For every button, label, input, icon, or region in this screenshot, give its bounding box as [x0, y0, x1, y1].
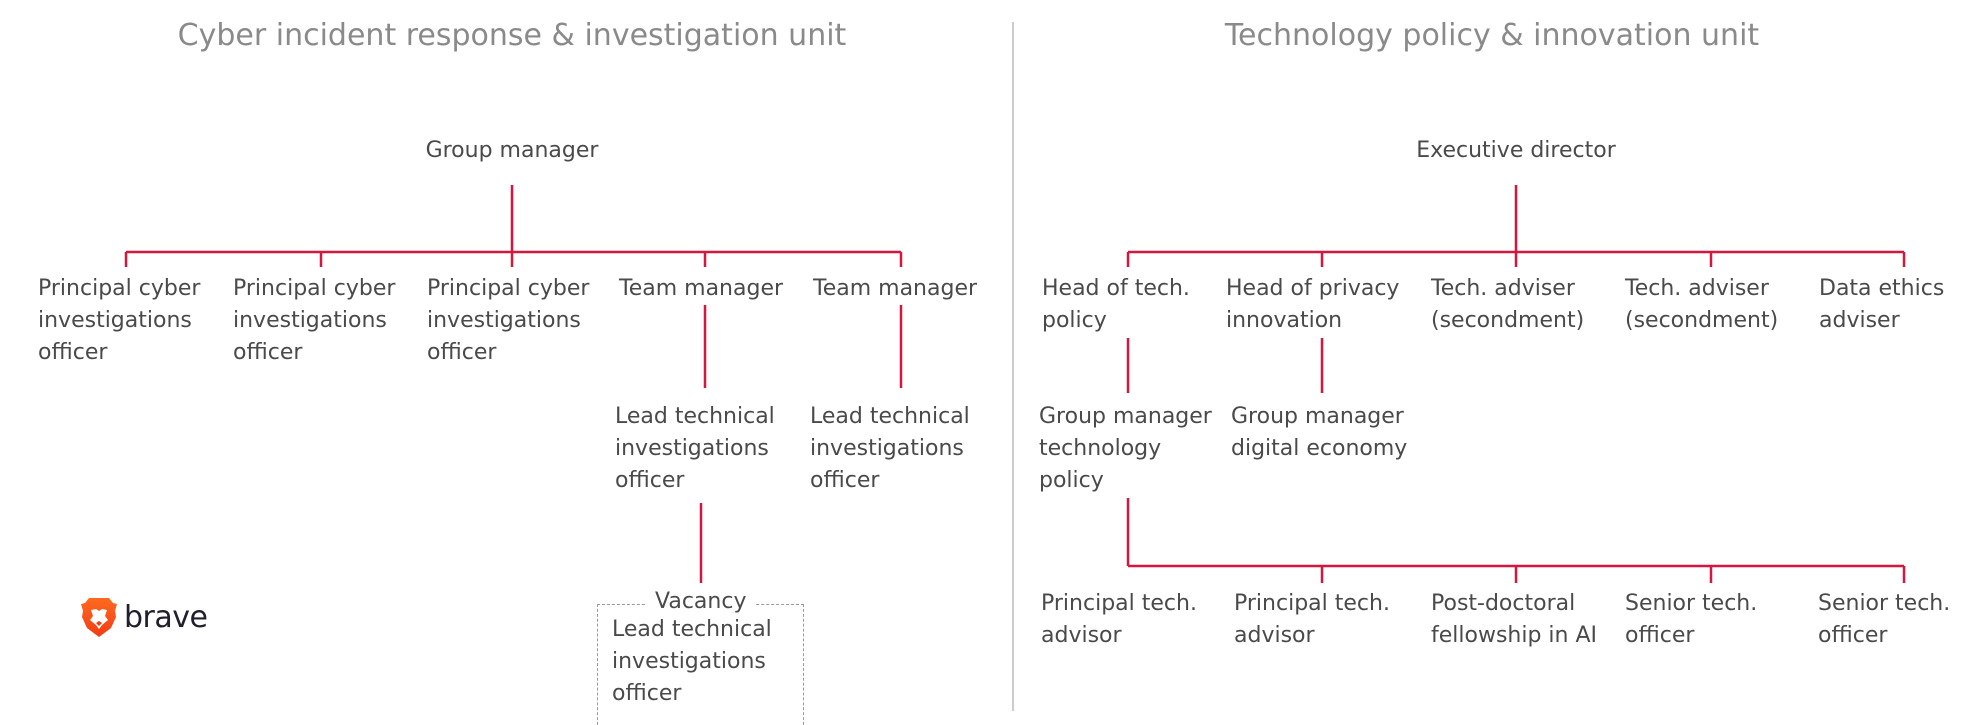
right-row3-node-5: Senior tech. officer: [1818, 591, 1951, 648]
brave-logo: brave: [80, 596, 208, 638]
left-row1-node-4: Team manager: [619, 276, 784, 301]
right-row3-node-2: Principal tech. advisor: [1234, 591, 1390, 648]
right-row3-node-1: Principal tech. advisor: [1041, 591, 1197, 648]
left-row1-node-5: Team manager: [813, 276, 978, 301]
right-row1-node-2: Head of privacy innovation: [1226, 276, 1400, 333]
right-group-node-b: Group manager digital economy: [1231, 404, 1408, 461]
brave-lion-icon: [81, 598, 117, 637]
left-row1-node-1: Principal cyber investigations officer: [38, 276, 201, 365]
right-row1-node-5: Data ethics adviser: [1819, 276, 1945, 333]
brave-logo-text: brave: [124, 599, 208, 635]
vacancy-role-node: Lead technical investigations officer: [612, 617, 772, 706]
right-row1-node-3: Tech. adviser (secondment): [1431, 276, 1585, 333]
right-row3-node-4: Senior tech. officer: [1625, 591, 1758, 648]
left-head-node: Group manager: [425, 138, 599, 163]
left-lead-node-b: Lead technical investigations officer: [810, 404, 970, 493]
right-unit-title: Technology policy & innovation unit: [1224, 18, 1760, 53]
left-unit-title: Cyber incident response & investigation …: [177, 18, 847, 53]
right-group-node-a: Group manager technology policy: [1039, 404, 1212, 493]
left-row1-node-3: Principal cyber investigations officer: [427, 276, 590, 365]
left-lead-node-a: Lead technical investigations officer: [615, 404, 775, 493]
right-row1-node-4: Tech. adviser (secondment): [1625, 276, 1779, 333]
right-row1-node-1: Head of tech. policy: [1042, 276, 1190, 333]
right-row3-node-3: Post-doctoral fellowship in AI: [1431, 591, 1598, 648]
vacancy-label: Vacancy: [645, 588, 757, 616]
right-head-node: Executive director: [1416, 138, 1616, 163]
left-row1-node-2: Principal cyber investigations officer: [233, 276, 396, 365]
